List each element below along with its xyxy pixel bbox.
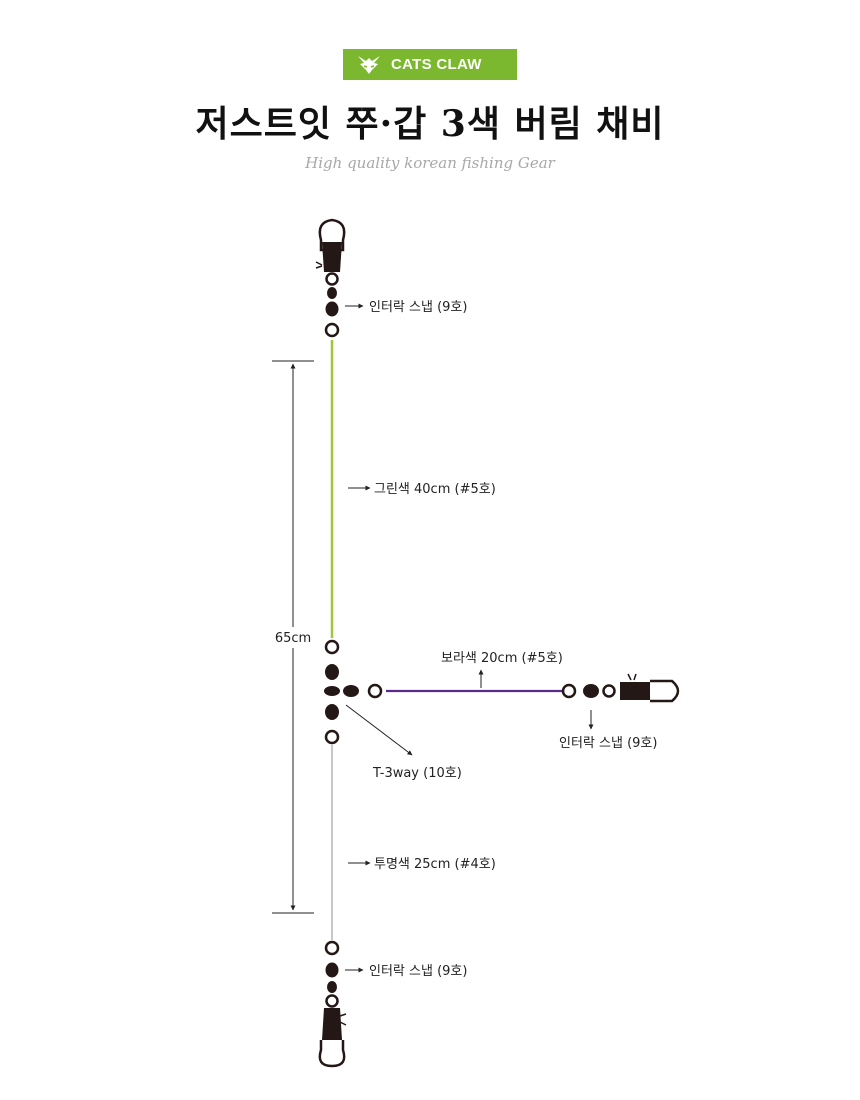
page-title: 저스트잇 쭈·갑 3색 버림 채비: [195, 103, 665, 145]
tway-arrow: [345, 704, 413, 756]
top-snap-label: 인터락 스냅 (9호): [369, 300, 467, 315]
purple-line-label: 보라색 20cm (#5호): [441, 651, 563, 666]
green-line-label: 그린색 40cm (#5호): [374, 482, 496, 497]
side-snap-label: 인터락 스냅 (9호): [559, 736, 657, 751]
cat-claw-logo-icon: [358, 55, 380, 74]
bottom-snap-label: 인터락 스냅 (9호): [369, 964, 467, 979]
side-interlock-snap: [561, 673, 680, 703]
t-3way-swivel: [324, 639, 383, 745]
total-length-label: 65cm: [275, 631, 311, 646]
bottom-interlock-snap: [318, 940, 347, 1068]
brand-name: CATS CLAW: [391, 56, 482, 73]
brand-logo: CATS CLAW: [343, 49, 517, 80]
length-dimension: [272, 360, 314, 914]
clear-line-label: 투명색 25cm (#4호): [374, 857, 496, 872]
page-subtitle: High quality korean fishing Gear: [305, 154, 555, 172]
top-interlock-snap: [315, 218, 346, 338]
tway-label: T-3way (10호): [372, 766, 462, 781]
